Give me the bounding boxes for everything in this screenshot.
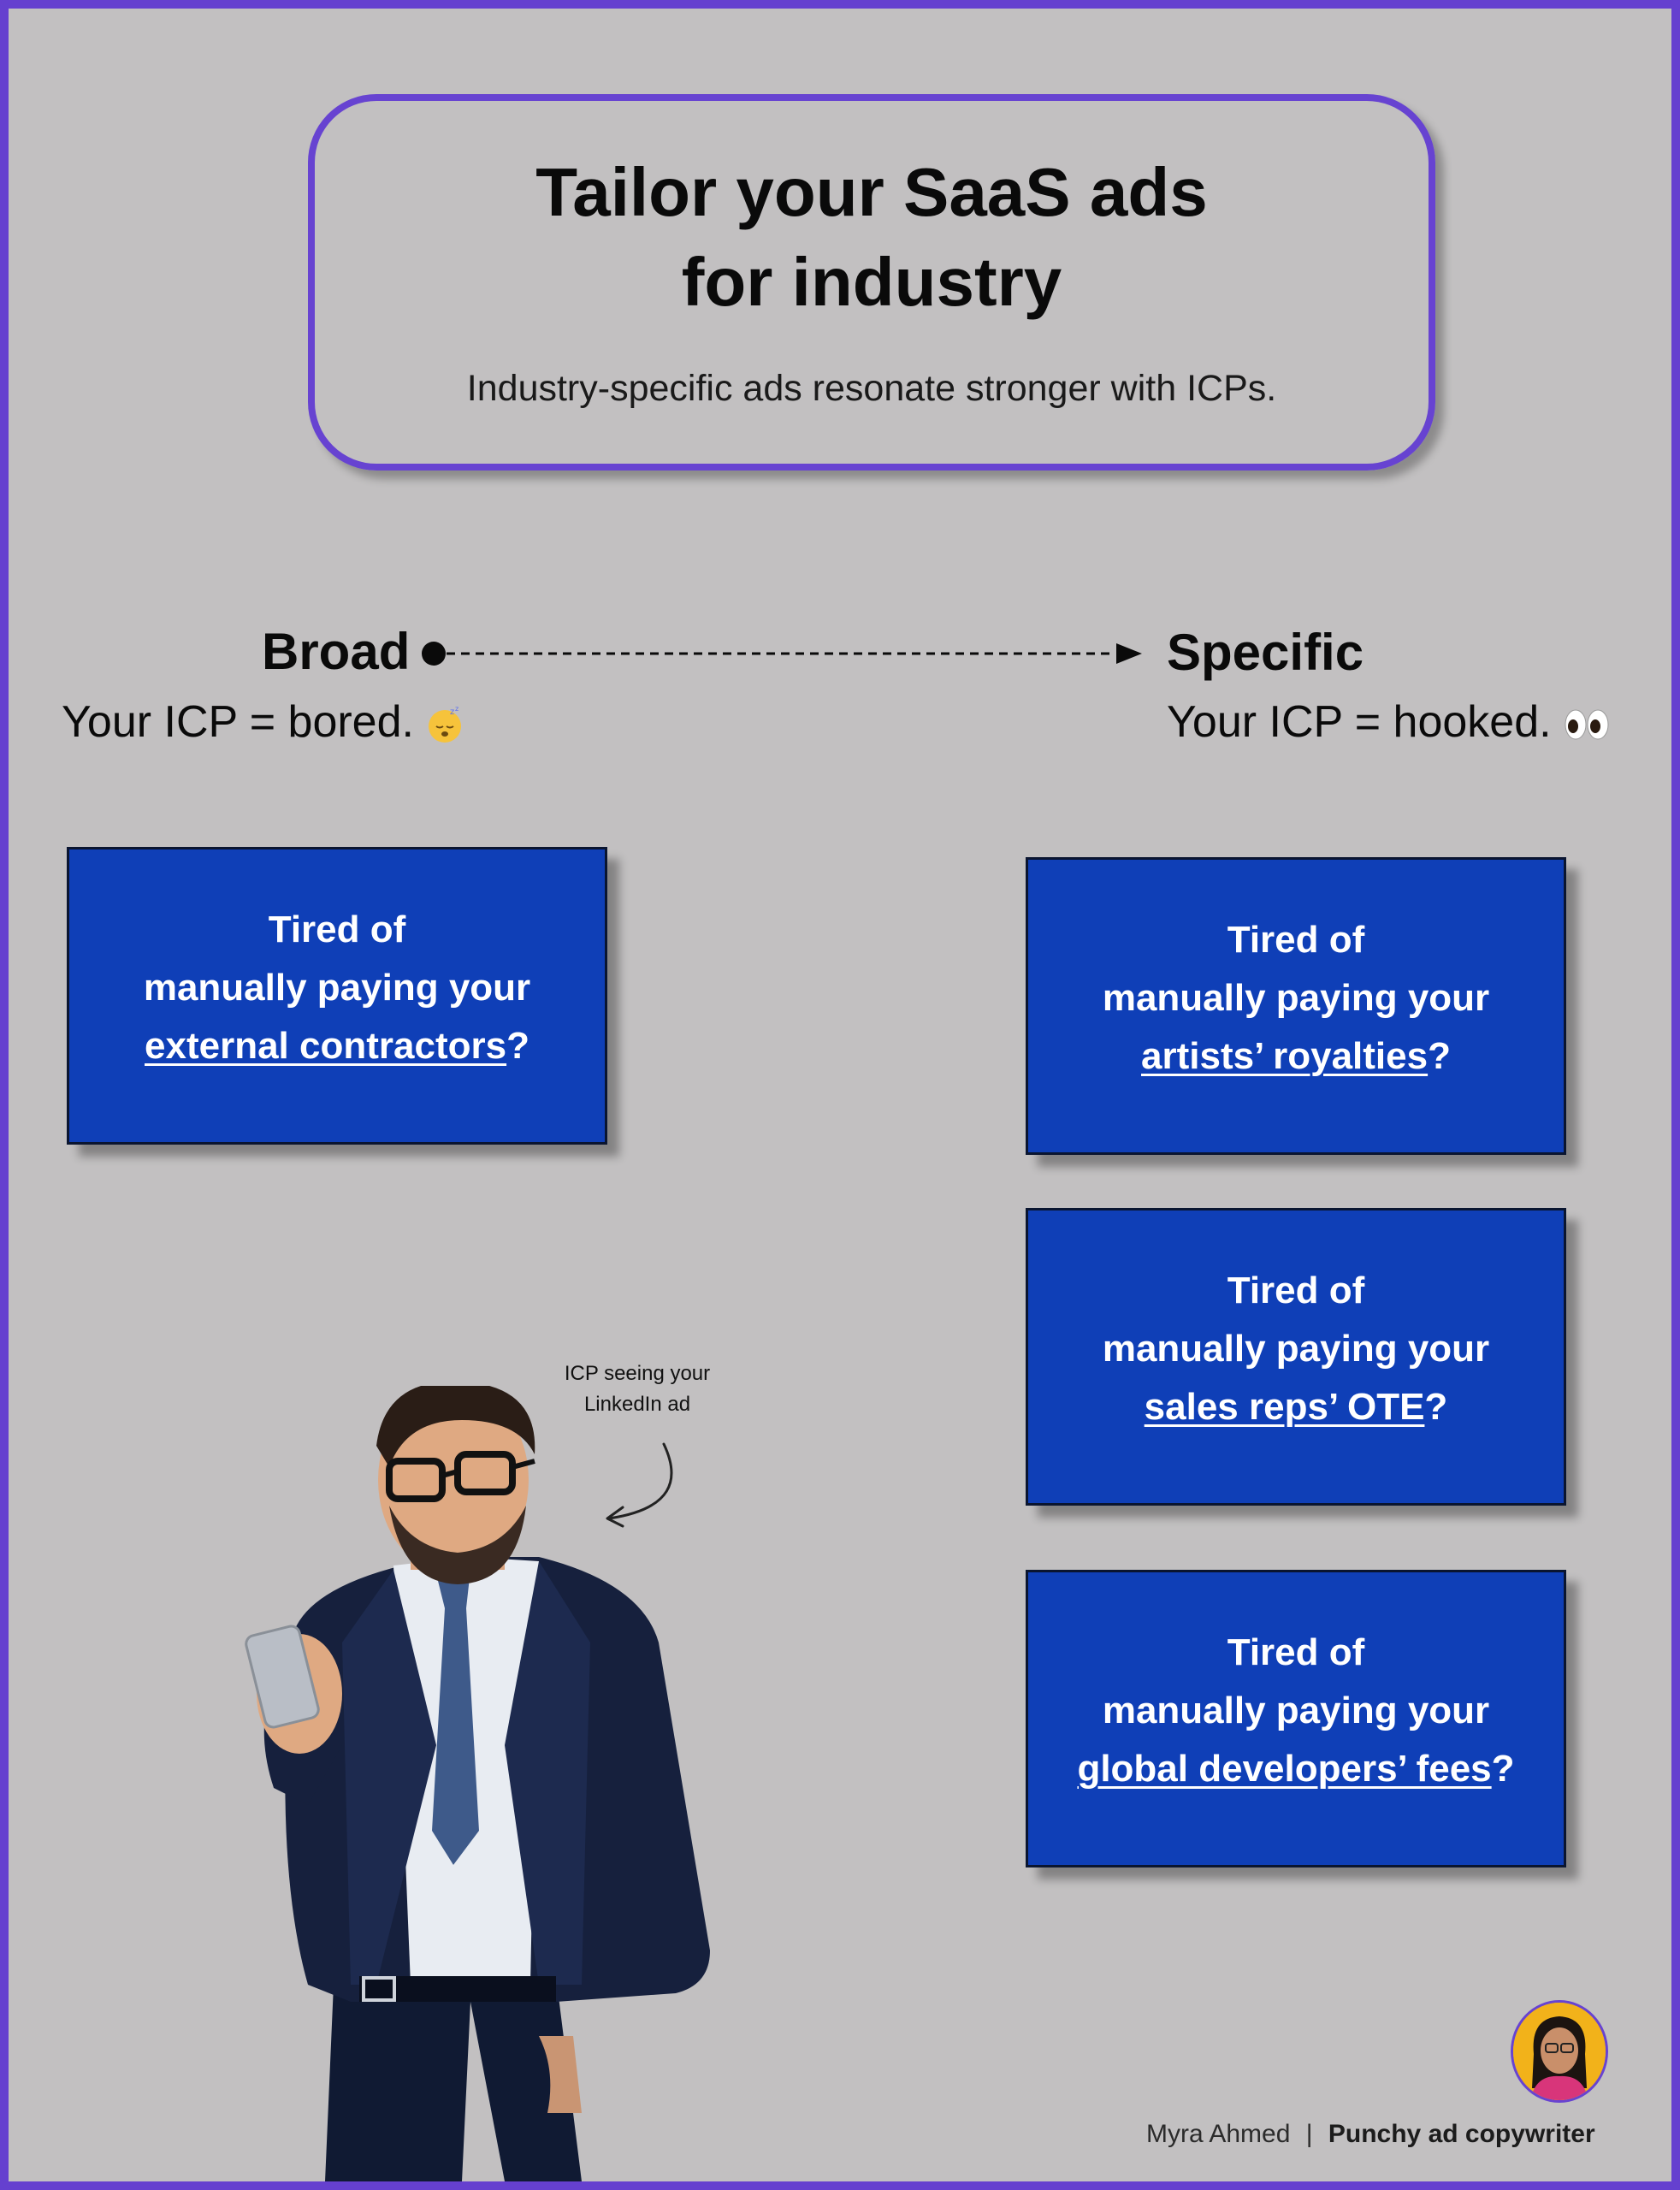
sleeping-face-icon: z z xyxy=(429,706,462,743)
footer-role: Punchy ad copywriter xyxy=(1328,2120,1595,2148)
footer-author: Myra Ahmed xyxy=(1146,2120,1291,2148)
card-end: ? xyxy=(1424,1386,1448,1428)
curved-arrow-icon xyxy=(606,1442,673,1528)
card-line-3: artists’ royalties? xyxy=(1028,1027,1564,1086)
card-highlight: artists’ royalties xyxy=(1141,1035,1429,1077)
card-highlight: external contractors xyxy=(145,1025,507,1067)
card-highlight: global developers’ fees xyxy=(1077,1748,1492,1790)
page-subtitle: Industry-specific ads resonate stronger … xyxy=(466,368,1277,409)
title-box: Tailor your SaaS ads for industry Indust… xyxy=(308,94,1435,471)
annotation-line-2: LinkedIn ad xyxy=(583,1393,691,1416)
card-end: ? xyxy=(1428,1035,1451,1077)
svg-text:z: z xyxy=(455,706,458,713)
author-avatar xyxy=(1511,2000,1608,2103)
card-line-2: manually paying your xyxy=(1102,1690,1490,1731)
ad-card-specific-sales: Tired of manually paying your sales reps… xyxy=(1026,1208,1566,1506)
specific-caption: Your ICP = hooked. xyxy=(1167,696,1610,748)
broad-caption-text: Your ICP = bored. xyxy=(62,697,414,747)
footer-credit: Myra Ahmed | Punchy ad copywriter xyxy=(1146,2120,1595,2149)
card-line-2: manually paying your xyxy=(1102,1328,1490,1370)
broad-to-specific-arrow xyxy=(422,642,1142,666)
card-line-1: Tired of xyxy=(268,909,406,950)
broad-label: Broad xyxy=(262,623,411,680)
svg-text:z: z xyxy=(450,707,454,717)
page-title: Tailor your SaaS ads for industry xyxy=(535,154,1208,320)
annotation-note: ICP seeing your LinkedIn ad xyxy=(547,1358,727,1420)
ad-card-specific-developers: Tired of manually paying your global dev… xyxy=(1026,1570,1566,1867)
card-line-3: sales reps’ OTE? xyxy=(1028,1378,1564,1436)
card-line-1: Tired of xyxy=(1227,919,1365,961)
card-line-3: external contractors? xyxy=(69,1017,605,1075)
specific-caption-text: Your ICP = hooked. xyxy=(1167,697,1552,747)
ad-card-specific-royalties: Tired of manually paying your artists’ r… xyxy=(1026,857,1566,1155)
card-line-1: Tired of xyxy=(1227,1631,1365,1673)
specific-label: Specific xyxy=(1167,624,1364,681)
annotation-line-1: ICP seeing your xyxy=(564,1362,711,1385)
broad-caption: Your ICP = bored. z z xyxy=(62,696,464,748)
footer-separator: | xyxy=(1305,2120,1313,2148)
card-end: ? xyxy=(1491,1748,1515,1790)
card-line-3: global developers’ fees? xyxy=(1028,1740,1564,1798)
author-portrait-icon xyxy=(1513,2003,1606,2100)
card-line-2: manually paying your xyxy=(1102,977,1490,1019)
ad-card-broad: Tired of manually paying your external c… xyxy=(67,847,607,1145)
card-end: ? xyxy=(506,1025,529,1067)
businessman-illustration xyxy=(245,1386,710,2181)
card-highlight: sales reps’ OTE xyxy=(1144,1386,1425,1428)
card-line-1: Tired of xyxy=(1227,1270,1365,1311)
card-line-2: manually paying your xyxy=(143,967,531,1009)
eyes-icon xyxy=(1565,709,1609,740)
